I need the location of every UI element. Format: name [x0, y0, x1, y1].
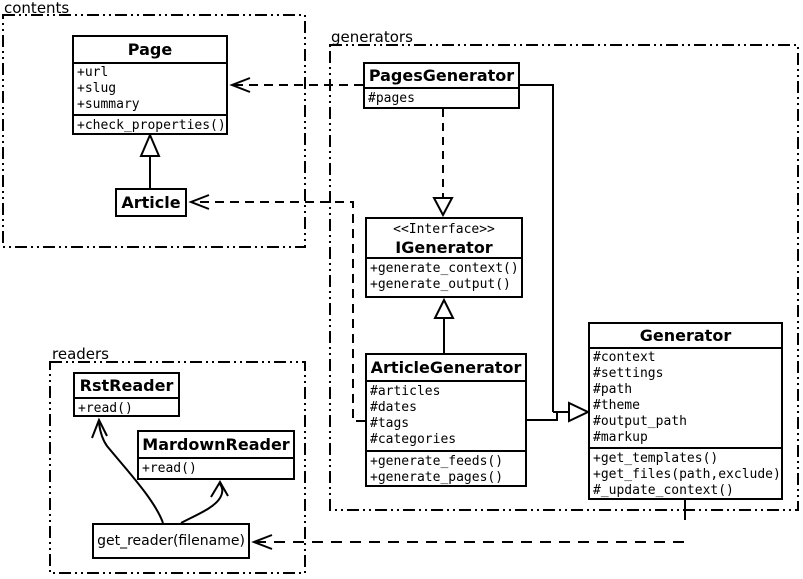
stereotype: <<Interface>>	[393, 222, 495, 237]
class-attributes: +url +slug +summary	[74, 64, 226, 116]
uml-class-page: Page +url +slug +summary +check_properti…	[72, 35, 228, 135]
uml-class-generator: Generator #context #settings #path #them…	[588, 322, 783, 500]
class-methods: +get_templates() +get_files(path,exclude…	[590, 449, 781, 498]
uml-class-rstreader: RstReader +read()	[73, 372, 180, 417]
dependency-pagesgenerator-to-page-arrow	[229, 77, 363, 93]
method: #_update_context()	[593, 483, 734, 498]
class-title: PagesGenerator	[365, 64, 518, 89]
realization-pagesgenerator-to-igenerator-arrow	[432, 109, 454, 218]
method: +get_templates()	[593, 451, 719, 466]
class-title: MardownReader	[139, 432, 293, 459]
inheritance-article-to-page-arrow	[139, 132, 161, 188]
attribute: +summary	[77, 97, 140, 112]
uml-class-pagesgenerator: PagesGenerator #pages	[363, 62, 520, 109]
class-title: Article	[121, 193, 181, 212]
attribute: +url	[77, 65, 109, 80]
attribute: #markup	[593, 430, 648, 445]
uml-class-article: Article	[115, 188, 187, 217]
class-title: Page	[74, 37, 226, 64]
method: +generate_context()	[370, 261, 519, 276]
class-methods: +read()	[139, 459, 293, 478]
call-getreader-to-mardownreader-arrow	[180, 480, 229, 524]
dependency-generator-to-getreader-arrow	[251, 500, 686, 550]
dependency-articlegenerator-to-article-arrow	[188, 194, 365, 422]
package-contents-border	[2, 14, 306, 248]
attribute: +slug	[77, 81, 117, 96]
inheritance-generators-to-generator-arrow	[520, 84, 591, 423]
class-title: Generator	[590, 324, 781, 349]
method: +generate_pages()	[370, 470, 504, 485]
attribute: #articles	[370, 384, 441, 399]
uml-interface-igenerator: <<Interface>> IGenerator +generate_conte…	[365, 217, 523, 298]
method: +read()	[78, 401, 133, 416]
class-title: ArticleGenerator	[367, 355, 525, 382]
class-title: RstReader	[75, 374, 178, 399]
attribute: #path	[593, 382, 633, 397]
package-label-generators: generators	[331, 28, 413, 46]
method: +generate_feeds()	[370, 454, 504, 469]
class-methods: +check_properties()	[74, 116, 226, 133]
attribute: #context	[593, 350, 656, 365]
package-generators-border	[329, 44, 799, 511]
package-label-contents: contents	[4, 0, 70, 17]
class-attributes: #articles #dates #tags #categories	[367, 382, 525, 452]
class-attributes: #context #settings #path #theme #output_…	[590, 349, 781, 449]
attribute: #pages	[368, 91, 415, 106]
class-methods: +generate_context() +generate_output()	[367, 259, 521, 295]
attribute: #categories	[370, 432, 457, 447]
attribute: #tags	[370, 416, 410, 431]
method: +read()	[142, 461, 197, 476]
class-methods: +read()	[75, 399, 178, 416]
attribute: #theme	[593, 398, 640, 413]
uml-function-get-reader: get_reader(filename)	[92, 523, 250, 559]
uml-class-mardownreader: MardownReader +read()	[137, 430, 295, 480]
package-label-readers: readers	[52, 345, 109, 363]
uml-class-articlegenerator: ArticleGenerator #articles #dates #tags …	[365, 353, 527, 487]
inheritance-articlegenerator-to-igenerator-arrow	[433, 297, 455, 353]
attribute: #settings	[593, 366, 664, 381]
attribute: #output_path	[593, 414, 687, 429]
call-getreader-to-rstreader-arrow	[91, 417, 164, 524]
class-attributes: #pages	[365, 89, 518, 107]
package-readers-border	[49, 361, 306, 574]
class-methods: +generate_feeds() +generate_pages()	[367, 452, 525, 485]
method: +get_files(path,exclude)	[593, 467, 781, 482]
method: +check_properties()	[77, 118, 226, 133]
method: +generate_output()	[370, 277, 511, 292]
class-title-block: <<Interface>> IGenerator	[367, 219, 521, 259]
class-title: IGenerator	[395, 238, 493, 257]
attribute: #dates	[370, 400, 417, 415]
